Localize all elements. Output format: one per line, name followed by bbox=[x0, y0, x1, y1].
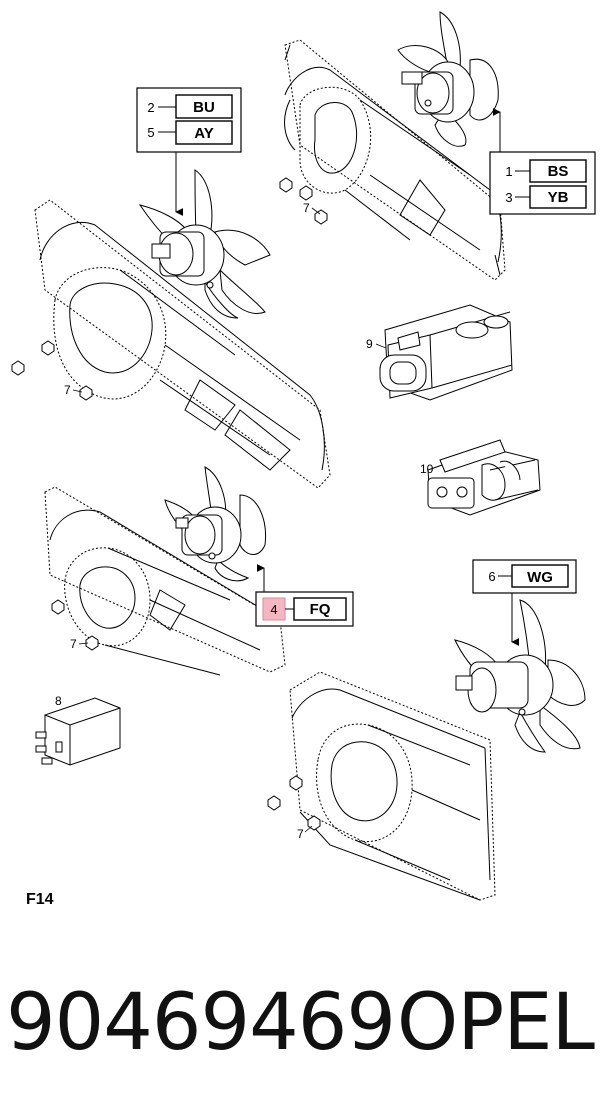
svg-text:BU: BU bbox=[193, 99, 215, 116]
connector-10 bbox=[427, 439, 541, 516]
brand-name: OPEL bbox=[396, 978, 595, 1068]
callout-box-right: 6 WG bbox=[472, 559, 577, 646]
callout-7-middle: 7 bbox=[70, 637, 77, 651]
part-callouts: 7 7 7 7 8 9 10 bbox=[55, 201, 434, 841]
svg-text:2: 2 bbox=[147, 100, 154, 115]
svg-text:6: 6 bbox=[488, 569, 495, 584]
fan-shroud-middle-left bbox=[44, 486, 286, 676]
svg-text:FQ: FQ bbox=[310, 601, 331, 618]
svg-text:4: 4 bbox=[270, 602, 277, 617]
fan-shroud-top-right bbox=[284, 39, 506, 281]
callout-8: 8 bbox=[55, 694, 62, 708]
fan-motor-middle-left bbox=[164, 466, 267, 582]
fan-shroud-left bbox=[34, 199, 331, 489]
callout-7-top: 7 bbox=[303, 201, 310, 215]
part-number-line: 90469469 OPEL bbox=[6, 963, 595, 1083]
callout-9: 9 bbox=[366, 337, 373, 351]
svg-text:WG: WG bbox=[527, 569, 553, 586]
svg-text:3: 3 bbox=[505, 190, 512, 205]
figure-label: F14 bbox=[26, 891, 54, 908]
fan-motor-right bbox=[454, 599, 586, 753]
svg-text:AY: AY bbox=[194, 125, 213, 142]
svg-text:1: 1 bbox=[505, 164, 512, 179]
fan-shroud-bottom bbox=[289, 671, 496, 901]
callout-box-top-left: 2 BU 5 AY bbox=[136, 87, 242, 216]
callout-10: 10 bbox=[420, 462, 434, 476]
svg-text:5: 5 bbox=[147, 125, 154, 140]
fan-motor-top-right bbox=[397, 11, 499, 147]
callout-box-middle: 4 FQ bbox=[255, 564, 354, 627]
relay-8 bbox=[35, 697, 121, 766]
exploded-parts-diagram: 2 BU 5 AY 1 BS 3 YB 4 FQ 6 WG bbox=[11, 11, 596, 908]
svg-text:YB: YB bbox=[548, 189, 569, 206]
connector-9 bbox=[379, 304, 513, 401]
callout-7-bottom: 7 bbox=[297, 827, 304, 841]
svg-text:BS: BS bbox=[548, 163, 569, 180]
callout-7-left: 7 bbox=[64, 383, 71, 397]
fan-motor-left bbox=[138, 169, 271, 319]
part-number: 90469469 bbox=[6, 978, 396, 1068]
callout-box-top-right: 1 BS 3 YB bbox=[489, 108, 596, 215]
